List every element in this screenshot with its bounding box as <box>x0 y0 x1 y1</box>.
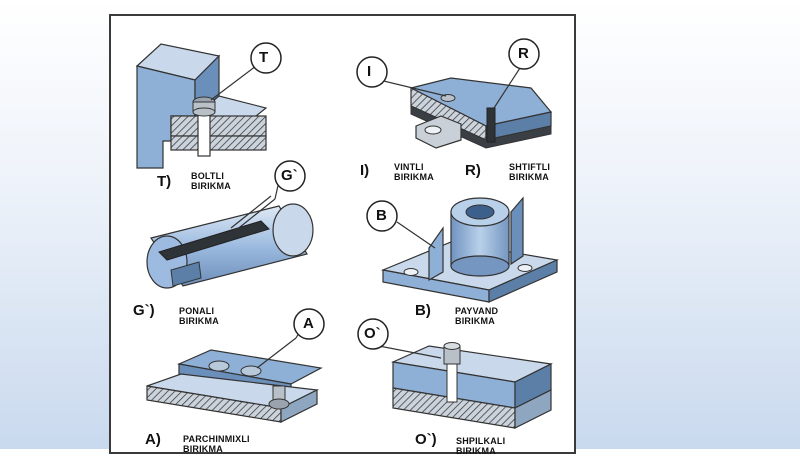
label-a-letter: A) <box>145 431 161 448</box>
caption-a-line2: BIRIKMA <box>183 444 223 454</box>
label-g-letter: G`) <box>133 302 155 319</box>
stud-joint-figure <box>357 318 553 429</box>
caption-r-line1: SHTIFTLI <box>509 162 551 172</box>
caption-g-line2: BIRIKMA <box>179 316 219 326</box>
bolted-joint-figure <box>135 42 282 169</box>
callout-g: G` <box>281 167 298 184</box>
joints-illustration <box>135 38 560 429</box>
callout-r: R <box>518 45 529 62</box>
caption-t: BOLTLI BIRIKMA <box>191 171 231 191</box>
caption-i-line1: VINTLI <box>394 162 424 172</box>
label-b-letter: B) <box>415 302 431 319</box>
caption-r: SHTIFTLI BIRIKMA <box>509 162 550 182</box>
label-t-letter: T) <box>157 173 172 190</box>
callout-i: I <box>367 63 372 80</box>
callout-a: A <box>303 315 314 332</box>
caption-a: PARCHINMIXLI BIRIKMA <box>183 434 250 454</box>
caption-a-line1: PARCHINMIXLI <box>183 434 250 444</box>
caption-o-line1: SHPILKALI <box>456 436 506 446</box>
callout-o: O` <box>364 325 381 342</box>
caption-g-line1: PONALI <box>179 306 215 316</box>
screw-pin-joint-figure <box>356 38 553 149</box>
caption-t-line2: BIRIKMA <box>191 181 231 191</box>
riveted-joint-figure <box>146 308 325 423</box>
caption-g: PONALI BIRIKMA <box>179 306 219 326</box>
caption-b-line2: BIRIKMA <box>455 316 495 326</box>
keyed-joint-figure <box>146 160 314 289</box>
diagram-sheet: T I R G` B A O` T) BOLTLI BIRIKMA I) VIN… <box>109 14 576 456</box>
caption-b-line1: PAYVAND <box>455 306 499 316</box>
caption-o-line2: BIRIKMA <box>456 446 496 456</box>
caption-i: VINTLI BIRIKMA <box>394 162 434 182</box>
callout-t: T <box>259 49 269 66</box>
label-r-letter: R) <box>465 162 481 179</box>
caption-i-line2: BIRIKMA <box>394 172 434 182</box>
label-o-letter: O`) <box>415 431 437 448</box>
label-i-letter: I) <box>360 162 370 179</box>
caption-b: PAYVAND BIRIKMA <box>455 306 498 326</box>
caption-o: SHPILKALI BIRIKMA <box>456 436 505 456</box>
welded-joint-figure <box>366 196 560 303</box>
caption-r-line2: BIRIKMA <box>509 172 549 182</box>
callout-b: B <box>376 207 387 224</box>
caption-t-line1: BOLTLI <box>191 171 225 181</box>
